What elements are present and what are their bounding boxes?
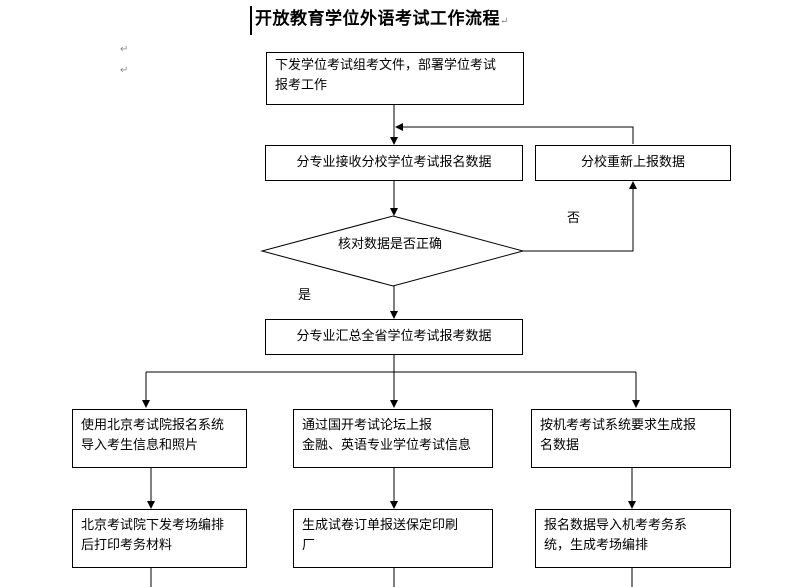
branch-left-line-1: 使用北京考试院报名系统	[81, 418, 225, 433]
step-resubmit-data: 分校重新上报数据	[535, 145, 731, 181]
label-yes: 是	[298, 288, 312, 303]
step-receive-label: 分专业接收分校学位考试报名数据	[296, 155, 492, 170]
step-receive-data: 分专业接收分校学位考试报名数据	[265, 145, 523, 181]
result-right-line-2: 统，生成考场编排	[544, 538, 649, 553]
branch-mid-line-1: 通过国开考试论坛上报	[302, 418, 433, 433]
arrow-resubmit-to-receive	[395, 123, 634, 144]
branch-right-machine-exam: 按机考考试系统要求生成报 名数据	[531, 409, 731, 468]
step-summarize-data: 分专业汇总全省学位考试报考数据	[265, 319, 523, 355]
result-left-line-2: 后打印考务材料	[81, 538, 173, 553]
step-resubmit-label: 分校重新上报数据	[580, 155, 685, 170]
branch-mid-forum-report: 通过国开考试论坛上报 金融、英语专业学位考试信息	[293, 409, 493, 468]
page-title: 开放教育学位外语考试工作流程↵	[250, 6, 509, 35]
step-issue-line-1: 下发学位考试组考文件，部署学位考试	[275, 58, 497, 73]
branch-left-beijing-system: 使用北京考试院报名系统 导入考生信息和照片	[72, 409, 247, 468]
branch-left-line-2: 导入考生信息和照片	[81, 438, 199, 453]
step-issue-line-2: 报考工作	[275, 78, 328, 93]
result-right-exam-arrangement: 报名数据导入机考考务系 统，生成考场编排	[535, 509, 731, 568]
result-left-print-materials: 北京考试院下发考场编排 后打印考务材料	[72, 509, 247, 568]
page-title-text: 开放教育学位外语考试工作流程	[255, 9, 500, 29]
paragraph-mark-icon: ↵	[120, 44, 129, 55]
result-mid-line-2: 厂	[302, 538, 316, 553]
branch-mid-line-2: 金融、英语专业学位考试信息	[302, 438, 472, 453]
result-mid-order-printing: 生成试卷订单报送保定印刷 厂	[293, 509, 493, 568]
decision-diamond	[260, 215, 525, 287]
result-right-line-1: 报名数据导入机考考务系	[544, 518, 688, 533]
branch-right-line-2: 名数据	[540, 438, 580, 453]
paragraph-mark-icon: ↵	[120, 65, 129, 76]
step-summarize-label: 分专业汇总全省学位考试报考数据	[296, 329, 492, 344]
label-no: 否	[567, 211, 581, 226]
arrow-no-to-resubmit	[523, 181, 637, 252]
paragraph-mark-icon: ↵	[500, 16, 509, 27]
branch-right-line-1: 按机考考试系统要求生成报	[540, 418, 697, 433]
decision-check-label: 核对数据是否正确	[337, 237, 442, 252]
step-issue-documents: 下发学位考试组考文件，部署学位考试 报考工作	[266, 52, 524, 105]
result-mid-line-1: 生成试卷订单报送保定印刷	[302, 518, 459, 533]
result-left-line-1: 北京考试院下发考场编排	[81, 518, 225, 533]
